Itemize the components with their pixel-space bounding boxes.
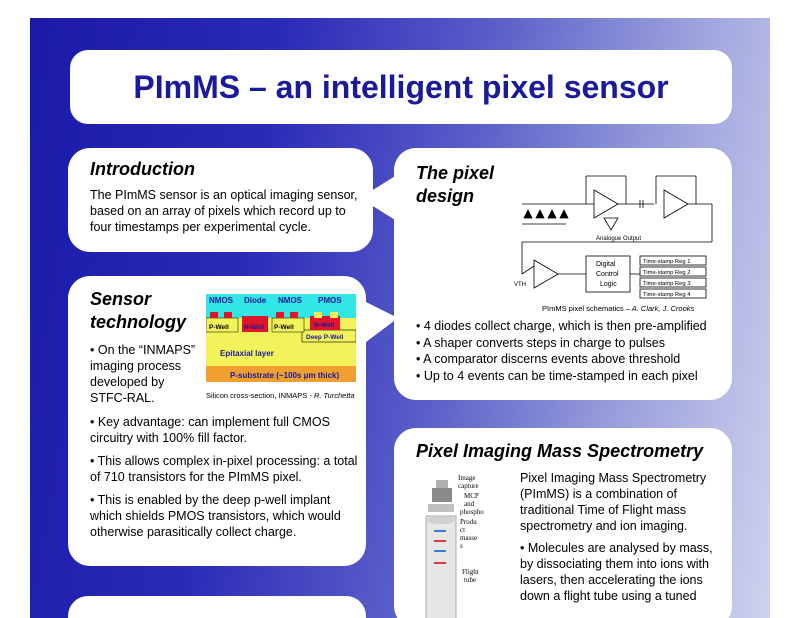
sensor-left-column: Sensor technology • On the “INMAPS” imag… — [90, 288, 200, 406]
introduction-panel: Introduction The PImMS sensor is an opti… — [68, 148, 373, 252]
label-epitaxial: Epitaxial layer — [220, 349, 274, 358]
sensor-bullet: • This allows complex in-pixel processin… — [90, 454, 358, 484]
figure-label-3: and — [464, 500, 475, 508]
label-deep-pwell: Deep P-Well — [306, 334, 344, 341]
sensor-bullets: • Key advantage: can implement full CMOS… — [90, 414, 362, 547]
schematic-vth: VTH — [514, 282, 526, 288]
figure-label-6: ct — [460, 526, 465, 534]
label-pwell-1: P-Well — [209, 324, 229, 331]
schematic-reg-3: Time-stamp Reg 3 — [643, 281, 690, 287]
pixel-heading-line2: design — [416, 186, 475, 206]
figure-label-5: Produ — [460, 518, 477, 526]
figure-label-8: s — [460, 542, 463, 550]
title-panel: PImMS – an intelligent pixel sensor — [70, 50, 732, 124]
pims-paragraph: • Molecules are analysed by mass, by dis… — [520, 541, 713, 603]
figure-label-7: masse — [460, 534, 477, 542]
pims-paragraph: Pixel Imaging Mass Spectrometry (PImMS) … — [520, 471, 707, 533]
pixel-caption-credit: – A. Clark, J. Crooks — [623, 304, 695, 313]
schematic-reg-1: Time-stamp Reg 1 — [643, 259, 690, 265]
schematic-logic-1: Digital — [596, 261, 616, 268]
cross-section-caption: Silicon cross-section, INMAPS - R. Turch… — [206, 391, 356, 400]
sensor-side-text: • On the “INMAPS” imaging process develo… — [90, 343, 196, 405]
figure-label-2: MCP — [464, 492, 479, 500]
figure-label-4: phospho — [460, 508, 484, 516]
pixel-heading-line1: The pixel — [416, 163, 495, 183]
sensor-heading-line1: Sensor — [90, 289, 152, 309]
connector-shape-2 — [358, 298, 398, 348]
sensor-bullet: • Key advantage: can implement full CMOS… — [90, 415, 330, 445]
cross-caption-text: Silicon cross-section, INMAPS — [206, 391, 308, 400]
schematic-analogue-output: Analogue Output — [596, 236, 641, 242]
pixel-bullet: • A shaper converts steps in charge to p… — [416, 335, 665, 350]
mass-spec-figure: Image capture MCP and phospho Produ ct m… — [425, 474, 484, 618]
figure-label-1: capture — [458, 482, 479, 490]
pixel-bullets: • 4 diodes collect charge, which is then… — [416, 318, 726, 384]
cross-caption-credit: - R. Turchetta — [307, 391, 355, 400]
label-pwell-2: P-Well — [274, 324, 294, 331]
poster: PImMS – an intelligent pixel sensor Intr… — [30, 18, 770, 618]
bottom-left-panel — [68, 596, 366, 618]
label-nwell-1: N-Well — [244, 324, 264, 331]
pixel-bullet: • A comparator discerns events above thr… — [416, 352, 681, 366]
label-nwell-2: N-Well — [314, 322, 334, 329]
sensor-technology-panel: Sensor technology • On the “INMAPS” imag… — [68, 276, 366, 566]
cross-section-diagram: NMOS Diode NMOS PMOS P-Well N-Well P-Wel… — [205, 294, 357, 382]
figure-label-0: Image — [458, 474, 476, 482]
label-nmos-1: NMOS — [209, 296, 234, 305]
sensor-bullet: • This is enabled by the deep p-well imp… — [90, 493, 341, 539]
schematic-logic-3: Logic — [600, 281, 617, 288]
sensor-heading-line2: technology — [90, 312, 187, 332]
silicon-cross-section: NMOS Diode NMOS PMOS P-Well N-Well P-Wel… — [205, 294, 357, 400]
label-diode: Diode — [244, 296, 267, 305]
schematic-reg-2: Time-stamp Reg 2 — [643, 270, 690, 276]
pixel-caption-text: PImMS pixel schematics — [542, 304, 624, 313]
schematic-logic-2: Control — [596, 271, 619, 278]
pixel-design-panel: The pixel design — [394, 148, 732, 400]
pixel-bullet: • 4 diodes collect charge, which is then… — [416, 319, 707, 333]
pixel-schematic-caption: PImMS pixel schematics – A. Clark, J. Cr… — [542, 304, 694, 313]
connector-shape — [360, 173, 400, 223]
pims-panel: Pixel Imaging Mass Spectrometry Image ca… — [394, 428, 732, 618]
label-nmos-2: NMOS — [278, 296, 303, 305]
poster-title: PImMS – an intelligent pixel sensor — [133, 68, 669, 105]
introduction-text: The PImMS sensor is an optical imaging s… — [90, 188, 358, 234]
label-pmos: PMOS — [318, 296, 342, 305]
label-substrate: P-substrate (~100s μm thick) — [230, 371, 339, 380]
pixel-bullet: • Up to 4 events can be time-stamped in … — [416, 368, 698, 383]
introduction-heading: Introduction — [90, 159, 195, 179]
schematic-reg-4: Time-stamp Reg 4 — [643, 292, 691, 298]
figure-label-10: tube — [464, 576, 476, 584]
pixel-schematic: Analogue Output VTH Digital Control Logi… — [514, 175, 713, 299]
pims-heading: Pixel Imaging Mass Spectrometry — [416, 441, 704, 461]
pims-text: Pixel Imaging Mass Spectrometry (PImMS) … — [520, 470, 726, 610]
figure-label-9: Flight — [462, 568, 479, 576]
